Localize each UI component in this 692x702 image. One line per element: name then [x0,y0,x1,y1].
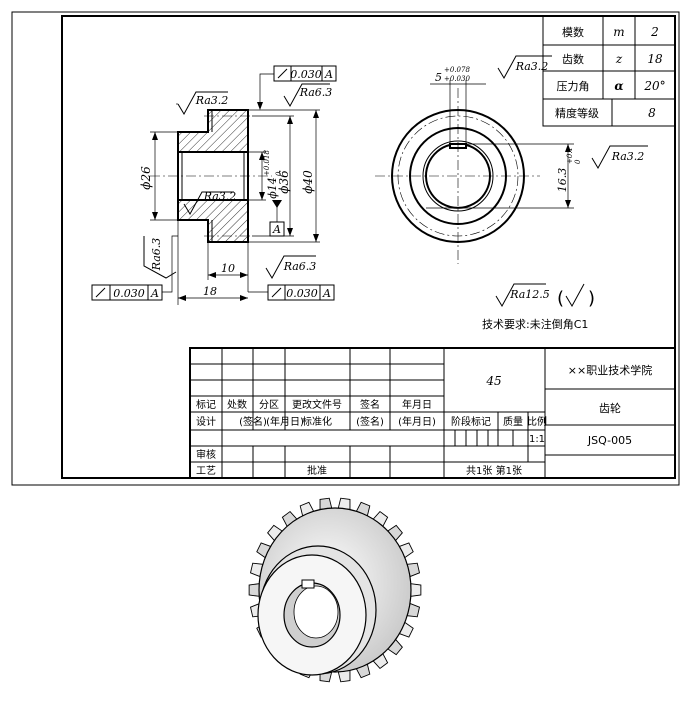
pitch-circle [397,115,519,237]
roughness-ra63-top: Ra6.3 [283,83,333,108]
side-view: 5 +0.078 +0.030 Ra3.2 16.3 +0.1 0 Ra3.2 [375,55,648,264]
svg-text:0.030: 0.030 [113,287,145,300]
svg-text:Ra6.3: Ra6.3 [283,260,317,273]
svg-text:A: A [322,287,331,300]
datum-A-label: A [272,223,281,236]
tb-mass-label: 质量 [503,416,523,428]
dim-keyway-depth: 16.3 [556,168,569,193]
param-name-pressure-angle: 压力角 [557,80,590,93]
param-val-precision: 8 [648,106,656,120]
svg-text:0.030: 0.030 [290,68,322,81]
bore-with-keyway [425,143,491,209]
svg-text:(: ( [557,288,564,309]
gear-tooth [410,583,422,597]
hatch-lower-hub [178,200,208,220]
tb-std-date: (年月日) [398,415,436,428]
dim-phi26: ϕ26 [139,166,153,190]
param-name-module: 模数 [562,26,584,39]
runout-frame-right: 0.030 A [248,284,335,301]
svg-text:): ) [588,288,595,309]
tb-scale: 1:1 [529,434,545,445]
svg-text:Ra3.2: Ra3.2 [611,150,645,163]
outer-circle [391,109,525,243]
tb-approve: 批准 [307,464,327,477]
svg-text:0.030: 0.030 [286,287,318,300]
tb-part-name: 齿轮 [599,401,621,415]
svg-text:Ra12.5: Ra12.5 [509,288,550,301]
svg-text:Ra3.2: Ra3.2 [515,60,549,73]
paper-border [11,11,680,486]
roughness-ra32-keyway: Ra3.2 [497,55,552,80]
roughness-ra32-side: Ra3.2 [591,145,648,170]
tb-drawing-no: JSQ-005 [587,434,632,447]
title-block: 标记 处数 分区 更改文件号 签名 年月日 设计 (签名) (年月日) 标准化 … [189,347,676,479]
dim-len10: 10 [221,262,235,275]
dim-phi14-tol-upper: +0.018 [263,150,271,176]
tb-std-sig: (签名) [356,415,384,428]
param-val-pressure-angle: 20° [643,79,665,93]
dim-keyway-depth-tol-lower: 0 [574,159,582,164]
hatch-upper-gear [208,110,248,152]
dim-phi36: ϕ36 [277,170,291,194]
tb-sheets: 共1张 第1张 [466,464,522,477]
section-view: ϕ26 ϕ14 +0.018 0 A ϕ36 ϕ40 10 [91,65,337,305]
param-name-precision: 精度等级 [555,106,599,120]
svg-text:Ra6.3: Ra6.3 [299,86,333,99]
tb-standardization: 标准化 [302,415,332,428]
param-sym-module: m [613,25,624,39]
dim-keyway-tol-upper: +0.078 [444,66,470,74]
tb-design-sig: (签名) [239,415,267,428]
roughness-ra32-bore: Ra3.2 [183,190,237,216]
dim-phi40: ϕ40 [301,170,315,194]
roughness-ra63-bottom: Ra6.3 [265,255,317,280]
tb-stage-label: 阶段标记 [451,415,491,428]
tb-hdr-zone: 分区 [259,399,279,411]
param-val-module: 2 [650,25,659,39]
dim-keyway-width: 5 [435,71,442,84]
tb-hdr-mark: 标记 [196,399,216,411]
dim-phi14: ϕ14 [266,177,279,199]
tb-review: 审核 [196,448,216,461]
tb-scale-label: 比例 [527,415,547,428]
hub-circle [409,127,507,225]
param-name-teeth: 齿数 [562,53,584,66]
roughness-ra63-left: Ra6.3 [143,236,177,279]
dim-keyway-depth-tol-upper: +0.1 [566,147,574,164]
svg-text:Ra3.2: Ra3.2 [195,94,229,107]
runout-frame-left: 0.030 A [91,235,178,301]
dim-phi14-tol-lower: 0 [275,171,283,176]
param-val-teeth: 18 [647,52,663,66]
tb-hdr-count: 处数 [227,398,247,411]
svg-text:A: A [324,68,333,81]
tb-material: 45 [485,374,501,388]
technical-requirements: 技术要求:未注倒角C1 [482,317,588,331]
tb-hdr-signature: 签名 [360,398,380,411]
hatch-lower-gear [208,200,248,242]
tb-design-date: (年月日) [266,415,304,428]
gear-tooth [248,583,260,597]
tb-process: 工艺 [196,465,216,477]
bore-chamfer-circle [422,140,494,212]
tb-school: ××职业技术学院 [568,363,652,377]
general-roughness: Ra12.5 ( ) [495,283,595,309]
tb-hdr-date: 年月日 [402,398,432,411]
svg-text:Ra3.2: Ra3.2 [203,190,237,203]
gear-parameter-table: 模数 m 2 齿数 z 18 压力角 α 20° 精度等级 8 [542,15,676,127]
dim-len18: 18 [203,285,217,298]
param-sym-teeth: z [615,52,623,66]
tb-design: 设计 [196,415,216,428]
gear-3d-illustration [248,497,422,683]
tb-hdr-change-doc: 更改文件号 [292,398,342,411]
svg-text:A: A [150,287,159,300]
runout-frame-top: 0.030 A [257,65,337,110]
param-sym-pressure-angle: α [614,79,623,93]
dim-keyway-tol-lower: +0.030 [444,75,470,83]
hatch-upper-hub [178,132,208,152]
roughness-ra32-top: Ra3.2 [176,91,229,116]
svg-text:Ra6.3: Ra6.3 [150,238,163,272]
